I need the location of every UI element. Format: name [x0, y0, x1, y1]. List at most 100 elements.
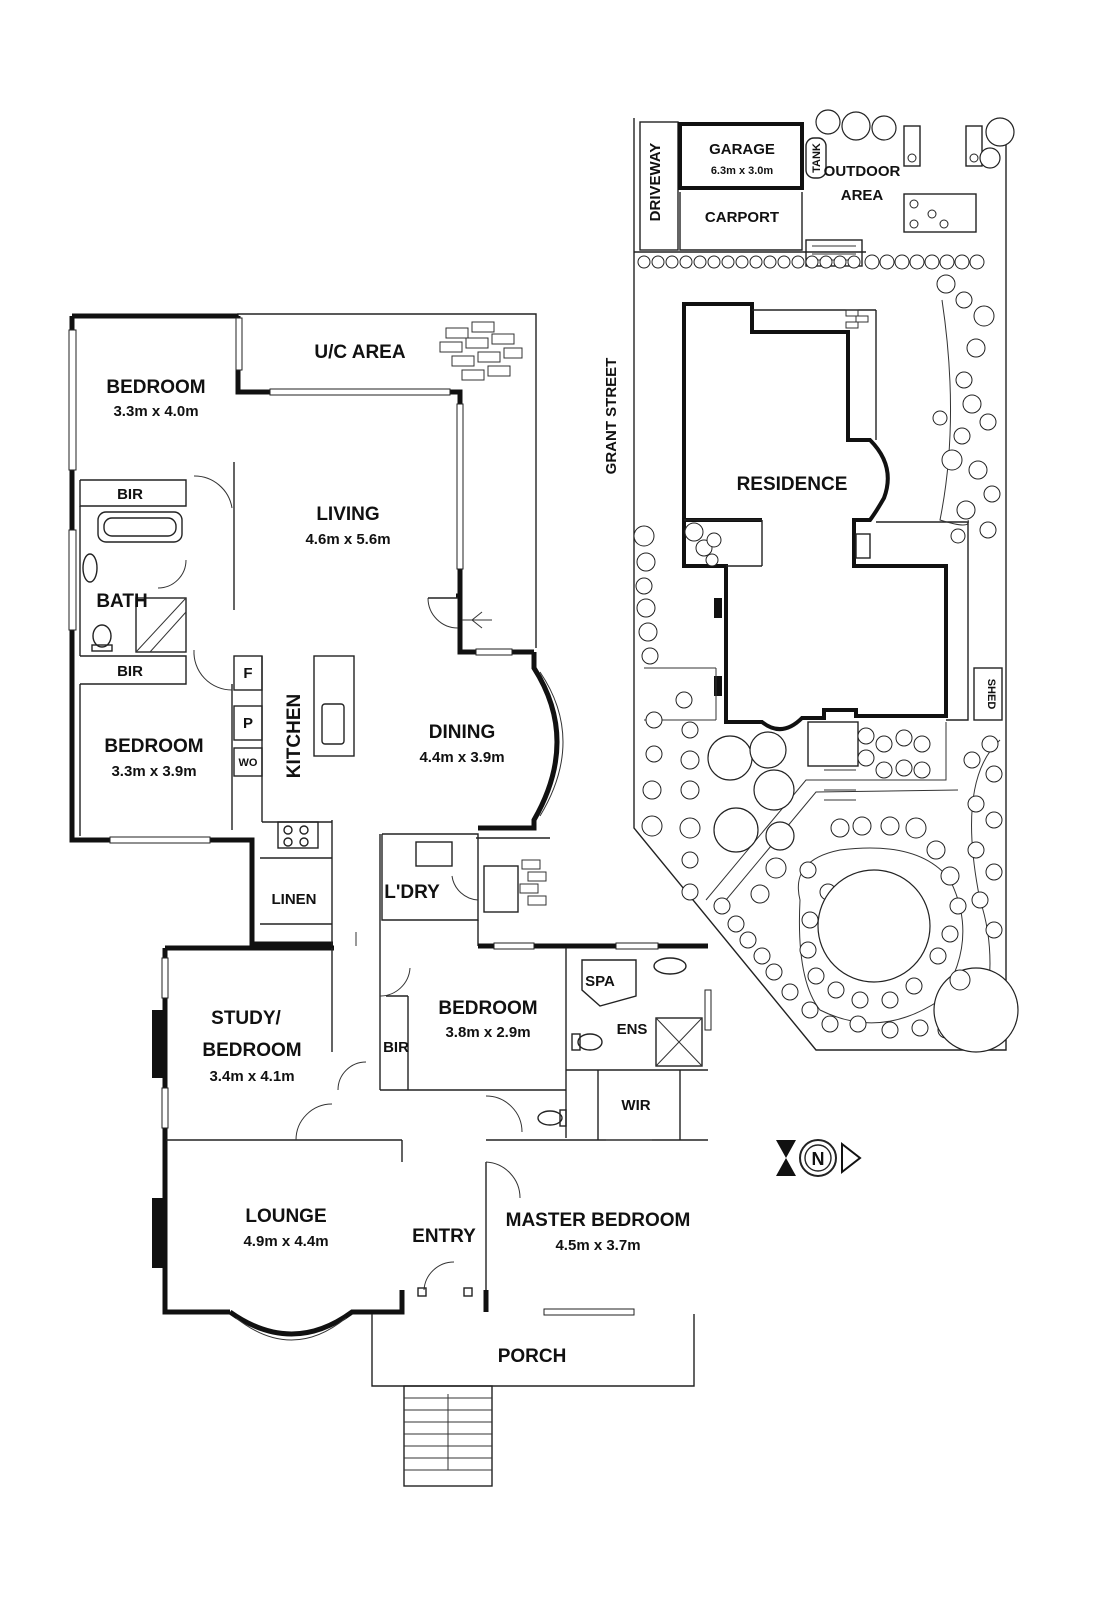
fridge-label: F — [243, 665, 252, 682]
tree-icon — [941, 925, 959, 943]
tree-icon — [651, 255, 665, 269]
tree-icon — [684, 522, 704, 542]
garage-dims: 6.3m x 3.0m — [711, 165, 774, 177]
tree-icon — [929, 947, 947, 965]
tree-icon — [645, 745, 663, 763]
tree-icon — [805, 255, 819, 269]
tree-icon — [665, 255, 679, 269]
master-bedroom-dims: 4.5m x 3.7m — [555, 1237, 640, 1254]
tree-icon — [932, 410, 948, 426]
tree-icon — [707, 735, 753, 781]
tree-icon — [895, 759, 913, 777]
tree-icon — [985, 117, 1015, 147]
north-compass-icon: N — [776, 1139, 862, 1177]
tree-icon — [940, 866, 960, 886]
garage-label: GARAGE — [709, 141, 775, 158]
porch-outline — [371, 1314, 695, 1387]
tree-icon — [954, 254, 970, 270]
tree-icon — [973, 305, 995, 327]
tree-icon — [895, 729, 913, 747]
porch-steps — [403, 1385, 493, 1487]
tree-icon — [979, 521, 997, 539]
tree-icon — [765, 963, 783, 981]
tree-icon — [985, 863, 1003, 881]
tree-icon — [857, 749, 875, 767]
tree-icon — [799, 861, 817, 879]
tree-icon — [983, 485, 1001, 503]
tree-icon — [941, 449, 963, 471]
tree-icon — [637, 255, 651, 269]
tree-icon — [641, 647, 659, 665]
tree-icon — [706, 532, 722, 548]
outdoor-area-label-2: AREA — [841, 187, 884, 204]
tree-icon — [636, 598, 656, 618]
bedroom-c-dims: 3.8m x 2.9m — [445, 1024, 530, 1041]
entry-label: ENTRY — [412, 1226, 476, 1247]
tree-icon — [851, 991, 869, 1009]
tree-icon — [905, 977, 923, 995]
wall-oven-label: WO — [239, 757, 258, 769]
bedroom-nw-dims: 3.3m x 4.0m — [113, 403, 198, 420]
tree-icon — [875, 761, 893, 779]
tree-icon — [985, 765, 1003, 783]
tree-icon — [967, 841, 985, 859]
tree-icon — [913, 735, 931, 753]
bir-3-label: BIR — [383, 1039, 409, 1056]
bedroom-nw-label: BEDROOM — [106, 377, 205, 398]
tree-icon — [680, 750, 700, 770]
tree-icon — [871, 115, 897, 141]
tree-icon — [636, 552, 656, 572]
tree-icon — [735, 255, 749, 269]
tree-icon — [642, 780, 662, 800]
tree-icon — [721, 255, 735, 269]
pantry-label: P — [243, 715, 253, 732]
dining-label: DINING — [429, 722, 496, 743]
wir-label: WIR — [621, 1097, 650, 1114]
tree-icon — [979, 147, 1001, 169]
bedroom-w-label: BEDROOM — [104, 736, 203, 757]
linen-label: LINEN — [272, 891, 317, 908]
tree-icon — [852, 816, 872, 836]
tree-icon — [817, 869, 931, 983]
tree-icon — [739, 931, 757, 949]
tree-icon — [962, 394, 982, 414]
tree-icon — [981, 735, 999, 753]
tree-icon — [879, 254, 895, 270]
tree-icon — [638, 622, 658, 642]
tree-icon — [968, 460, 988, 480]
tree-icon — [801, 911, 819, 929]
dining-bay-wall — [478, 652, 560, 831]
floor-plan: U/C AREA BEDROOM 3.3m x 4.0m BIR BATH BI… — [68, 313, 712, 1487]
tree-icon — [819, 255, 833, 269]
tree-icon — [857, 727, 875, 745]
tree-icon — [707, 255, 721, 269]
tree-icon — [749, 731, 787, 769]
tree-icon — [693, 255, 707, 269]
tree-icon — [680, 780, 700, 800]
driveway-label: DRIVEWAY — [647, 143, 664, 222]
tree-icon — [765, 857, 787, 879]
tree-icon — [950, 528, 966, 544]
bir-2-label: BIR — [117, 663, 143, 680]
tree-icon — [765, 821, 795, 851]
grant-street-label: GRANT STREET — [603, 358, 620, 475]
brick-icon — [845, 309, 869, 329]
tree-icon — [847, 255, 861, 269]
tree-icon — [933, 967, 1019, 1053]
tree-icon — [979, 413, 997, 431]
tree-icon — [875, 735, 893, 753]
tree-icon — [939, 254, 955, 270]
tree-icon — [753, 947, 771, 965]
dining-dims: 4.4m x 3.9m — [419, 749, 504, 766]
outdoor-area-label-1: OUTDOOR — [824, 163, 901, 180]
lounge-dims: 4.9m x 4.4m — [243, 1233, 328, 1250]
tree-icon — [841, 111, 871, 141]
tree-icon — [953, 427, 971, 445]
ens-label: ENS — [617, 1021, 648, 1038]
tree-icon — [781, 983, 799, 1001]
tree-icon — [926, 840, 946, 860]
living-label: LIVING — [316, 504, 379, 525]
tree-icon — [956, 500, 976, 520]
tree-icon — [635, 577, 653, 595]
